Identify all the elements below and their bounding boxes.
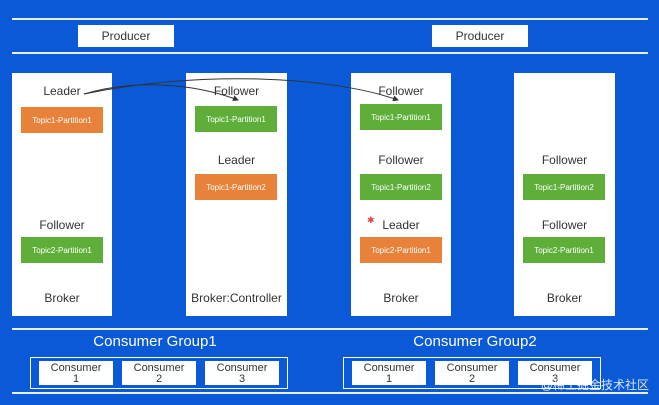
producer-box: Producer xyxy=(432,25,528,47)
partition-box: Topic1-Partition2 xyxy=(360,174,442,200)
consumer-group-title: Consumer Group2 xyxy=(413,333,537,350)
partition-box: Topic1-Partition1 xyxy=(21,107,103,133)
consumer-id: 3 xyxy=(551,373,559,385)
producer-box: Producer xyxy=(78,25,174,47)
consumer-id: 1 xyxy=(385,373,393,385)
broker-box: Follower Topic1-Partition1 Follower Topi… xyxy=(351,73,451,316)
consumer-label: Consumer xyxy=(50,362,102,374)
watermark: @稀土掘金技术社区 xyxy=(540,378,649,392)
partition-box: Topic2-Partition1 xyxy=(21,237,103,263)
partition-box: Topic1-Partition2 xyxy=(523,174,605,200)
broker-name: Broker xyxy=(546,291,583,305)
broker-box: Follower Topic1-Partition2 Follower Topi… xyxy=(514,73,615,316)
partition-box: Topic2-Partition1 xyxy=(360,237,442,263)
consumer-group-box: Consumer 1 Consumer 2 Consumer 3 xyxy=(30,357,288,389)
partition-box: Topic1-Partition2 xyxy=(195,174,277,200)
partition-box: Topic1-Partition1 xyxy=(360,104,442,130)
consumer-divider xyxy=(12,328,648,330)
consumer-label: Consumer xyxy=(529,362,581,374)
controller-star-icon: ✱ xyxy=(367,215,375,225)
consumer-box: Consumer 2 xyxy=(122,361,196,385)
partition-box: Topic2-Partition1 xyxy=(523,237,605,263)
consumer-id: 2 xyxy=(468,373,476,385)
broker-name: Broker xyxy=(383,291,419,305)
replication-arrow xyxy=(83,78,399,102)
broker-box: Follower Topic1-Partition1 Leader Topic1… xyxy=(186,73,287,316)
role-label: Follower xyxy=(213,84,260,98)
top-divider xyxy=(12,18,648,20)
consumer-box: Consumer 3 xyxy=(518,361,592,385)
role-label: Follower xyxy=(541,218,588,232)
consumer-group-title: Consumer Group1 xyxy=(93,333,217,350)
consumer-label: Consumer xyxy=(363,362,415,374)
role-label: Follower xyxy=(39,218,85,232)
consumer-box: Consumer 2 xyxy=(435,361,509,385)
broker-name: Broker xyxy=(44,291,80,305)
producer-divider xyxy=(12,52,648,54)
broker-name: Broker:Controller xyxy=(191,291,282,305)
consumer-label: Consumer xyxy=(216,362,268,374)
consumer-box: Consumer 1 xyxy=(39,361,113,385)
role-label: Follower xyxy=(378,84,424,98)
consumer-id: 2 xyxy=(155,373,163,385)
partition-box: Topic1-Partition1 xyxy=(195,106,277,132)
consumer-box: Consumer 3 xyxy=(205,361,279,385)
broker-box: Leader Topic1-Partition1 Follower Topic2… xyxy=(12,73,112,316)
consumer-group-box: Consumer 1 Consumer 2 Consumer 3 xyxy=(343,357,601,389)
role-label: Leader xyxy=(43,84,81,98)
consumer-box: Consumer 1 xyxy=(352,361,426,385)
consumer-id: 3 xyxy=(238,373,246,385)
bottom-divider xyxy=(12,392,648,394)
role-label: Leader xyxy=(382,218,420,232)
role-label: Follower xyxy=(378,153,424,167)
role-label: Leader xyxy=(217,153,256,167)
consumer-label: Consumer xyxy=(133,362,185,374)
role-label: Follower xyxy=(541,153,588,167)
replication-arrow xyxy=(83,84,239,102)
consumer-id: 1 xyxy=(72,373,80,385)
consumer-label: Consumer xyxy=(446,362,498,374)
